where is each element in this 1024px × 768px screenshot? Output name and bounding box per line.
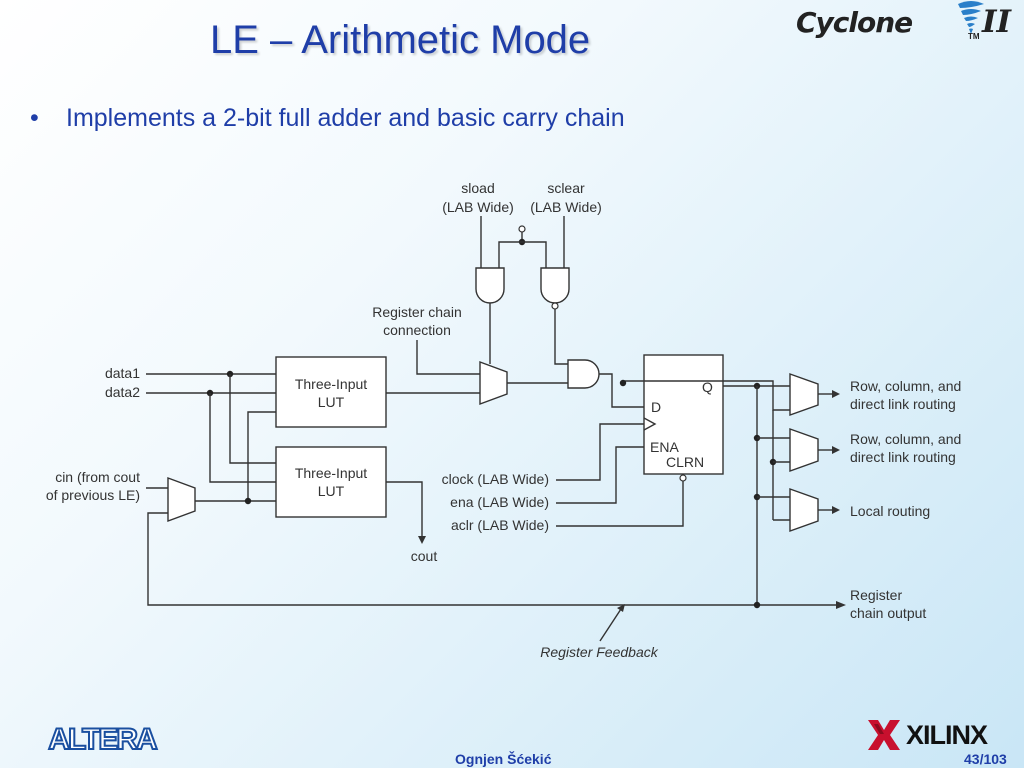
clock-triangle-icon	[643, 417, 657, 431]
register-input-mux	[479, 360, 508, 406]
sclear-lab-wide-label: (LAB Wide)	[530, 199, 602, 215]
arrow-right-icon	[832, 446, 840, 454]
xilinx-logo-icon	[868, 720, 900, 750]
data2-label: data2	[105, 384, 140, 400]
arrow-right-icon	[832, 390, 840, 398]
sclear-label: sclear	[547, 180, 585, 196]
routing-2-label-line2: direct link routing	[850, 449, 956, 465]
lut-2-label-line2: LUT	[318, 483, 345, 499]
local-routing-label: Local routing	[850, 503, 930, 519]
sload-lab-wide-label: (LAB Wide)	[442, 199, 514, 215]
sload-label: sload	[461, 180, 494, 196]
register-feedback-label: Register Feedback	[540, 644, 659, 660]
register-block	[643, 354, 724, 475]
cout-label: cout	[411, 548, 438, 564]
data2-to-lut2-line	[209, 393, 276, 483]
lut-1-label-line1: Three-Input	[295, 376, 367, 392]
svg-text:ALTERA: ALTERA	[48, 723, 157, 754]
ena-line	[556, 446, 644, 504]
routing-2-label-line1: Row, column, and	[850, 431, 961, 447]
ena-label: ena (LAB Wide)	[450, 494, 549, 510]
junction-dot	[619, 379, 627, 387]
carry-to-lut1-line	[247, 411, 276, 501]
lut-2-block	[275, 446, 387, 518]
footer-author: Ognjen Šćekić	[455, 751, 552, 767]
junction-dot	[244, 497, 252, 505]
register-clrn-label: CLRN	[666, 454, 704, 470]
register-chain-line	[416, 340, 480, 375]
bullet-dot-icon: •	[30, 104, 39, 132]
register-q-label: Q	[702, 379, 713, 395]
feedback-pointer-arrow-icon	[617, 604, 625, 612]
cyclone-logo-suffix: II	[982, 4, 1012, 40]
xilinx-logo-text: XILINX	[906, 720, 988, 750]
cyclone-swirl-icon	[958, 1, 984, 34]
register-d-label: D	[651, 399, 661, 415]
lut-1-label-line2: LUT	[318, 394, 345, 410]
and-to-d-line	[599, 373, 644, 408]
cyclone-logo-text: Cyclone	[796, 6, 913, 39]
trademark-mark: TM	[968, 32, 980, 41]
bullet-item: • Implements a 2-bit full adder and basic…	[30, 104, 625, 133]
output-mux-1	[789, 373, 819, 416]
sclear-inverter-bubble	[518, 225, 526, 233]
lut-2-label-line1: Three-Input	[295, 465, 367, 481]
slide-title: LE – Arithmetic Mode	[210, 18, 591, 62]
page-number: 43/103	[964, 751, 1007, 767]
lut-1-block	[275, 356, 387, 428]
register-chain-label-line1: Register chain	[372, 304, 462, 320]
register-ena-label: ENA	[650, 439, 679, 455]
cin-label-line2: of previous LE)	[46, 487, 140, 503]
register-feedback-line	[147, 512, 840, 606]
carry-in-mux	[167, 476, 196, 523]
clock-label: clock (LAB Wide)	[442, 471, 549, 487]
and-gate-sload	[475, 267, 505, 304]
clock-line	[556, 423, 644, 481]
register-chain-output-label-line1: Register	[850, 587, 902, 603]
bullet-text: Implements a 2-bit full adder and basic …	[66, 104, 625, 132]
data1-to-lut2-line	[229, 374, 276, 464]
data1-label: data1	[105, 365, 140, 381]
cin-label-line1: cin (from cout	[55, 469, 140, 485]
and-gate-inverter-bubble	[551, 302, 559, 310]
routing-1-label-line2: direct link routing	[850, 396, 956, 412]
clrn-inverter-bubble	[679, 474, 687, 482]
output-mux-2	[789, 428, 819, 472]
sclear-gate-output-line	[554, 309, 568, 365]
aclr-label: aclr (LAB Wide)	[451, 517, 549, 533]
cout-arrow-icon	[418, 536, 426, 544]
and-gate-data	[567, 359, 600, 389]
sclear-branch-lines	[498, 241, 547, 268]
aclr-line	[556, 481, 684, 527]
cyclone-ii-logo: Cyclone TM II	[796, 0, 1022, 46]
arrow-right-icon	[836, 601, 846, 609]
feedback-pointer-line	[599, 608, 622, 642]
routing-1-label-line1: Row, column, and	[850, 378, 961, 394]
altera-logo: ALTERA	[38, 722, 166, 759]
lut-2-cout-line	[386, 481, 423, 540]
arrow-right-icon	[832, 506, 840, 514]
output-mux-3	[789, 488, 819, 532]
and-gate-sclear	[540, 267, 570, 304]
register-chain-label-line2: connection	[383, 322, 451, 338]
altera-logo-icon: ALTERA	[47, 722, 160, 757]
register-chain-output-label-line2: chain output	[850, 605, 926, 621]
junction-dot	[753, 601, 761, 609]
